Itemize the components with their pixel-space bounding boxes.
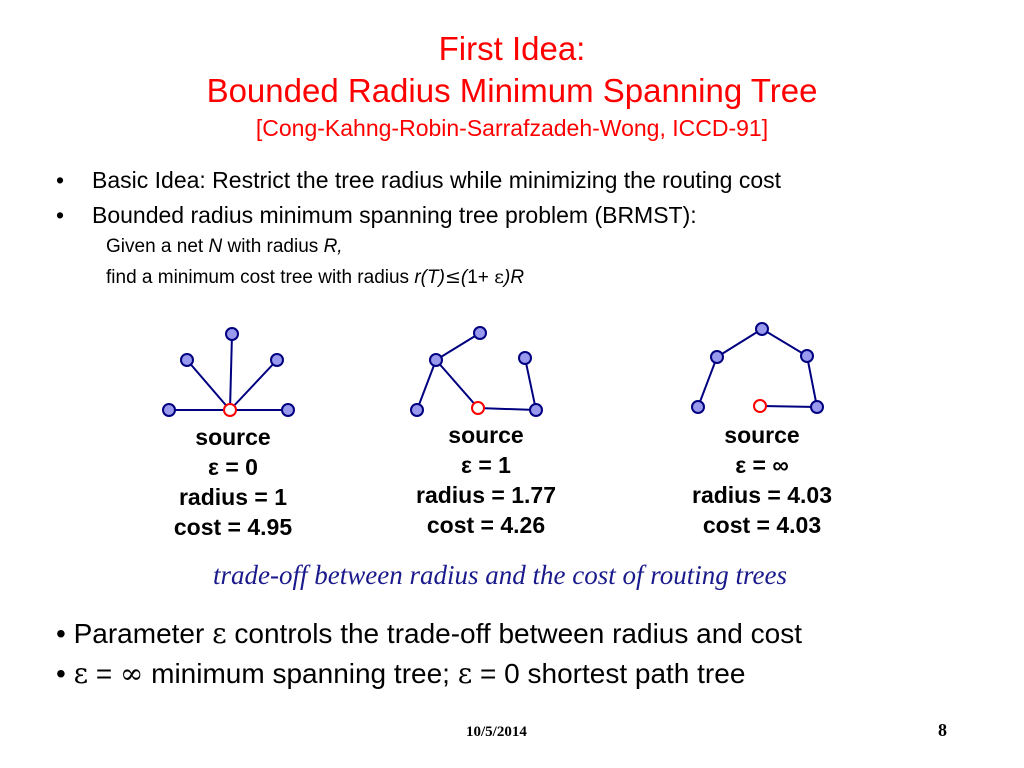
- tree-node: [225, 327, 239, 341]
- tree-edge: [186, 359, 231, 411]
- cost-value: cost = 4.95: [173, 514, 293, 540]
- tree-node: [281, 403, 295, 417]
- tree-node: [755, 322, 769, 336]
- tree-label-eps-inf: source ε = ∞ radius = 4.03 cost = 4.03: [672, 420, 852, 540]
- radius-value: radius = 1.77: [416, 482, 556, 508]
- var-n: N: [208, 236, 223, 257]
- tree-node: [429, 353, 443, 367]
- bullet-marker: •: [56, 167, 65, 193]
- page-number: 8: [938, 720, 947, 740]
- source-node: [223, 403, 237, 417]
- source-label: source: [724, 422, 800, 448]
- tree-edge: [716, 328, 763, 358]
- bullet-text: Basic Idea: Restrict the tree radius whi…: [92, 167, 782, 193]
- problem-line-find: find a minimum cost tree with radius r(T…: [106, 266, 525, 288]
- tree-edge: [229, 359, 278, 411]
- tree-edge: [806, 355, 818, 408]
- point-epsilon-extremes: • ε = ∞ minimum spanning tree; ε = 0 sho…: [56, 657, 746, 690]
- tree-node: [529, 403, 543, 417]
- cost-value: cost = 4.03: [702, 512, 822, 538]
- tree-eps-0: [162, 327, 295, 417]
- tree-node: [162, 403, 176, 417]
- epsilon-value: ε = 0: [208, 454, 258, 480]
- tree-node: [473, 326, 487, 340]
- epsilon-value: ε = ∞: [735, 452, 789, 478]
- source-label: source: [195, 424, 271, 450]
- tree-node: [410, 403, 424, 417]
- tradeoff-caption: trade-off between radius and the cost of…: [213, 560, 787, 590]
- epsilon-value: ε = 1: [461, 452, 511, 478]
- tree-node: [518, 351, 532, 365]
- tree-edge: [477, 407, 537, 411]
- slide-title: First Idea:: [438, 30, 586, 67]
- slide-subtitle: Bounded Radius Minimum Spanning Tree: [206, 72, 818, 109]
- tree-label-eps-0: source ε = 0 radius = 1 cost = 4.95: [153, 422, 313, 542]
- tree-node: [180, 353, 194, 367]
- tree-edge: [416, 359, 437, 411]
- problem-line-given: Given a net N with radius R,: [106, 236, 343, 257]
- tree-edge: [759, 405, 818, 408]
- radius-value: radius = 4.03: [692, 482, 832, 508]
- source-label: source: [448, 422, 524, 448]
- tree-eps-1: [410, 326, 543, 417]
- tree-edge: [229, 333, 233, 411]
- tree-edge: [435, 332, 481, 361]
- source-node: [471, 401, 485, 415]
- tree-label-eps-1: source ε = 1 radius = 1.77 cost = 4.26: [396, 420, 576, 540]
- tree-edge: [524, 357, 537, 411]
- tree-node: [691, 400, 705, 414]
- var-r: R,: [323, 236, 343, 257]
- bullet-marker: •: [56, 202, 65, 228]
- bullet-text: Bounded radius minimum spanning tree pro…: [92, 202, 697, 228]
- tree-node: [710, 350, 724, 364]
- cost-value: cost = 4.26: [426, 512, 546, 538]
- citation: [Cong-Kahng-Robin-Sarrafzadeh-Wong, ICCD…: [255, 115, 769, 141]
- radius-value: radius = 1: [178, 484, 288, 510]
- point-parameter-epsilon: • Parameter ε controls the trade-off bet…: [56, 617, 802, 650]
- tree-node: [800, 349, 814, 363]
- tree-edge: [761, 328, 808, 357]
- tree-eps-inf: [691, 322, 824, 414]
- tree-node: [270, 353, 284, 367]
- bullet-marker: •: [56, 658, 66, 689]
- tree-edge: [697, 356, 718, 408]
- tree-edge: [435, 359, 479, 409]
- bullet-marker: •: [56, 618, 66, 649]
- footer-date: 10/5/2014: [466, 724, 527, 740]
- source-node: [753, 399, 767, 413]
- tree-node: [810, 400, 824, 414]
